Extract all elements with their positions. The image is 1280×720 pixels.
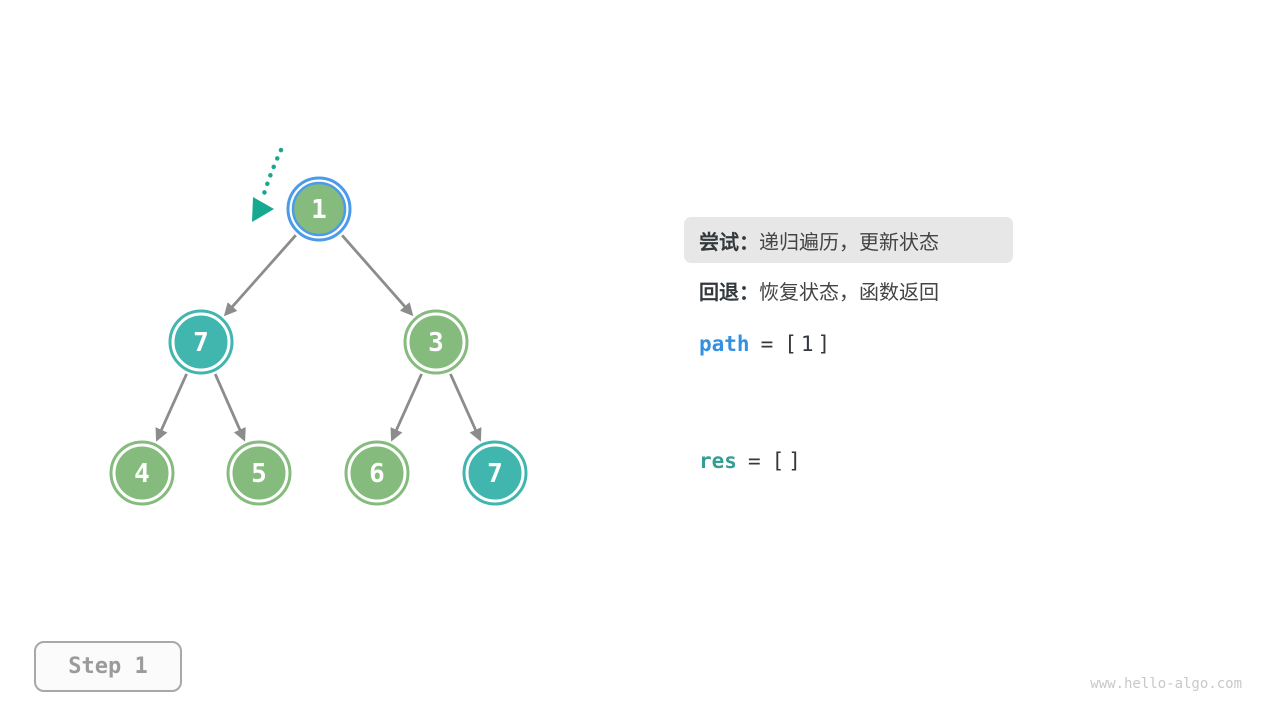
res-value: []	[771, 449, 805, 473]
tree-node-7: 7	[168, 309, 234, 375]
tree-node-7: 7	[462, 440, 528, 506]
tree-node-4: 4	[109, 440, 175, 506]
svg-text:7: 7	[193, 328, 209, 358]
res-equals: =	[747, 449, 761, 473]
watermark: www.hello-algo.com	[1090, 676, 1242, 692]
back-text: 恢复状态，函数返回	[759, 282, 939, 304]
svg-text:4: 4	[134, 459, 150, 489]
svg-text:5: 5	[251, 459, 267, 489]
res-variable-name: res	[699, 449, 737, 473]
back-label: 回退：	[699, 282, 759, 304]
pointer-arrow-icon	[252, 147, 284, 222]
tree-node-3: 3	[403, 309, 469, 375]
tree-node-6: 6	[344, 440, 410, 506]
tree-edge	[223, 234, 297, 317]
path-variable: path = [1]	[699, 331, 834, 358]
tree-node-5: 5	[226, 440, 292, 506]
tree-edge	[155, 373, 188, 442]
svg-text:3: 3	[428, 328, 444, 358]
tree-edge	[390, 373, 423, 442]
tree-edge	[341, 234, 414, 317]
tree-edge	[213, 373, 246, 442]
try-callout: 尝试：递归遍历，更新状态	[684, 217, 1013, 263]
tree-node-1: 1	[286, 176, 352, 242]
try-text: 递归遍历，更新状态	[759, 231, 939, 254]
svg-text:1: 1	[311, 195, 327, 225]
svg-text:6: 6	[369, 459, 385, 489]
path-variable-name: path	[699, 332, 750, 356]
res-variable: res = []	[699, 448, 805, 475]
tree-edge	[449, 373, 482, 442]
path-equals: =	[760, 332, 774, 356]
step-badge: Step 1	[34, 641, 182, 692]
back-callout: 回退：恢复状态，函数返回	[699, 280, 939, 306]
path-value: [1]	[784, 332, 835, 356]
try-label: 尝试：	[699, 231, 759, 254]
svg-text:7: 7	[487, 459, 503, 489]
